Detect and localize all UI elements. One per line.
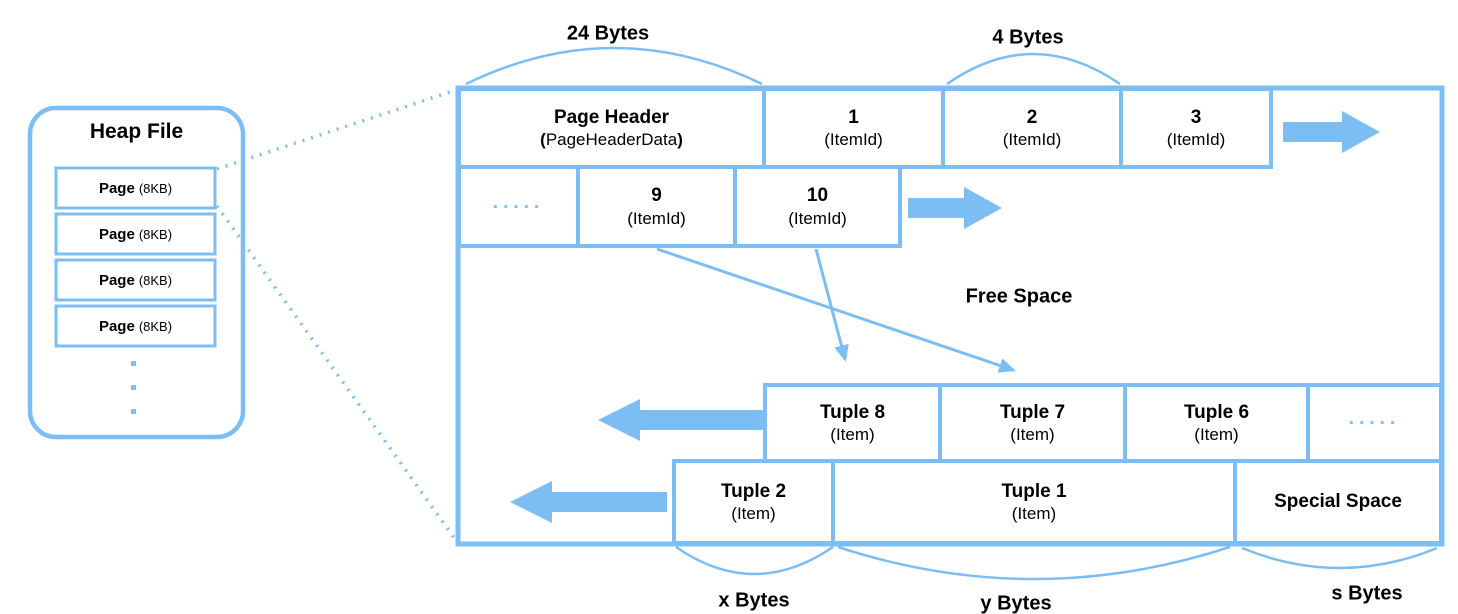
itemid-ellipsis-cell: ..... <box>459 167 578 246</box>
heap-page-item: Page (8KB) <box>56 306 215 346</box>
heap-page-item: Page (8KB) <box>56 214 215 254</box>
special-space-cell: Special Space <box>1235 461 1441 543</box>
itemid-cell-3: 3 (ItemId) <box>1121 89 1271 167</box>
tuple-cell-6: Tuple 6 (Item) <box>1125 385 1308 461</box>
tuple-type: (Item) <box>1194 425 1239 445</box>
special-space-label: Special Space <box>1274 491 1402 513</box>
horizontal-ellipsis-icon: ..... <box>1348 408 1401 430</box>
block-arrows <box>510 111 1380 523</box>
tuple-cell-2: Tuple 2 (Item) <box>674 461 833 543</box>
itemid-type: (ItemId) <box>627 208 686 228</box>
tuple-cell-8: Tuple 8 (Item) <box>765 385 940 461</box>
tuple-title: Tuple 6 <box>1183 401 1250 423</box>
tuple-cell-1: Tuple 1 (Item) <box>833 461 1235 543</box>
x-bytes-label: x Bytes <box>718 589 790 612</box>
itemid-number: 3 <box>1190 106 1202 128</box>
page-header-struct-name: PageHeaderData <box>545 130 678 150</box>
itemid-type: (ItemId) <box>788 208 847 228</box>
page-label: Page <box>98 271 135 289</box>
paren-open: ( <box>540 130 546 150</box>
s-bytes-label: s Bytes <box>1331 582 1403 605</box>
tuple-ellipsis-cell: ..... <box>1308 385 1441 461</box>
row2-cell-borders <box>457 165 902 248</box>
tuple-type: (Item) <box>1011 504 1057 524</box>
byte-size-arcs <box>465 46 1438 581</box>
page-size-label: (8KB) <box>138 318 173 334</box>
tuple-title: Tuple 1 <box>1001 480 1067 502</box>
itemid-type: (ItemId) <box>824 130 883 150</box>
itemid-cell-1: 1 (ItemId) <box>764 89 943 167</box>
pointer-item10-to-tuple8 <box>814 248 849 362</box>
itemid-grow-arrow-right-1 <box>1283 111 1380 153</box>
page-label: Page <box>98 317 135 335</box>
header-bytes-label: 24 Bytes <box>566 22 650 45</box>
itemid-number: 1 <box>848 106 859 128</box>
heap-file-shapes <box>27 105 246 440</box>
page-label: Page <box>98 225 135 243</box>
itemid-cell-2: 2 (ItemId) <box>943 89 1121 167</box>
itemid-number: 10 <box>806 185 829 206</box>
page-size-label: (8KB) <box>138 226 173 242</box>
itemid-type: (ItemId) <box>1002 130 1062 150</box>
page-header-cell: Page Header (PageHeaderData) <box>459 89 764 167</box>
tuple-type: (Item) <box>830 425 875 445</box>
itemid-grow-arrow-right-2 <box>908 187 1002 229</box>
pointer-item9-to-tuple7 <box>656 247 1016 373</box>
page-header-title: Page Header <box>553 106 670 128</box>
itemid-number: 2 <box>1026 106 1038 128</box>
itemid-number: 9 <box>651 185 662 206</box>
paren-close: ) <box>677 130 683 150</box>
tuple-grow-arrow-left-1 <box>598 399 763 441</box>
heap-page-item: Page (8KB) <box>56 260 215 300</box>
bottom-row-cell-borders <box>672 459 1443 545</box>
tuple-title: Tuple 8 <box>819 401 886 423</box>
free-space-label: Free Space <box>965 285 1073 308</box>
dotted-connector-lines <box>215 88 457 541</box>
tuple-cell-7: Tuple 7 (Item) <box>940 385 1125 461</box>
page-size-label: (8KB) <box>138 272 173 288</box>
itemid-type: (ItemId) <box>1166 130 1226 150</box>
heap-page-item: Page (8KB) <box>56 168 215 208</box>
tuple-type: (Item) <box>731 504 776 524</box>
page-header-subtitle: (PageHeaderData) <box>540 129 683 150</box>
itemid-cell-10: 10 (ItemId) <box>735 167 900 246</box>
itemid-bytes-label: 4 Bytes <box>992 26 1064 49</box>
page-label: Page <box>98 179 135 197</box>
tuple-grow-arrow-left-2 <box>510 481 667 523</box>
itemid-pointer-arrows <box>656 247 1016 373</box>
heap-file-title: Heap File <box>89 120 184 143</box>
page-size-label: (8KB) <box>138 180 173 196</box>
y-bytes-label: y Bytes <box>980 592 1052 614</box>
tuple-title: Tuple 7 <box>999 401 1066 423</box>
itemid-cell-9: 9 (ItemId) <box>578 167 735 246</box>
tuple-type: (Item) <box>1010 425 1055 445</box>
vertical-ellipsis-icon <box>131 361 136 414</box>
tuple-title: Tuple 2 <box>720 480 787 502</box>
horizontal-ellipsis-icon: ..... <box>492 191 545 213</box>
